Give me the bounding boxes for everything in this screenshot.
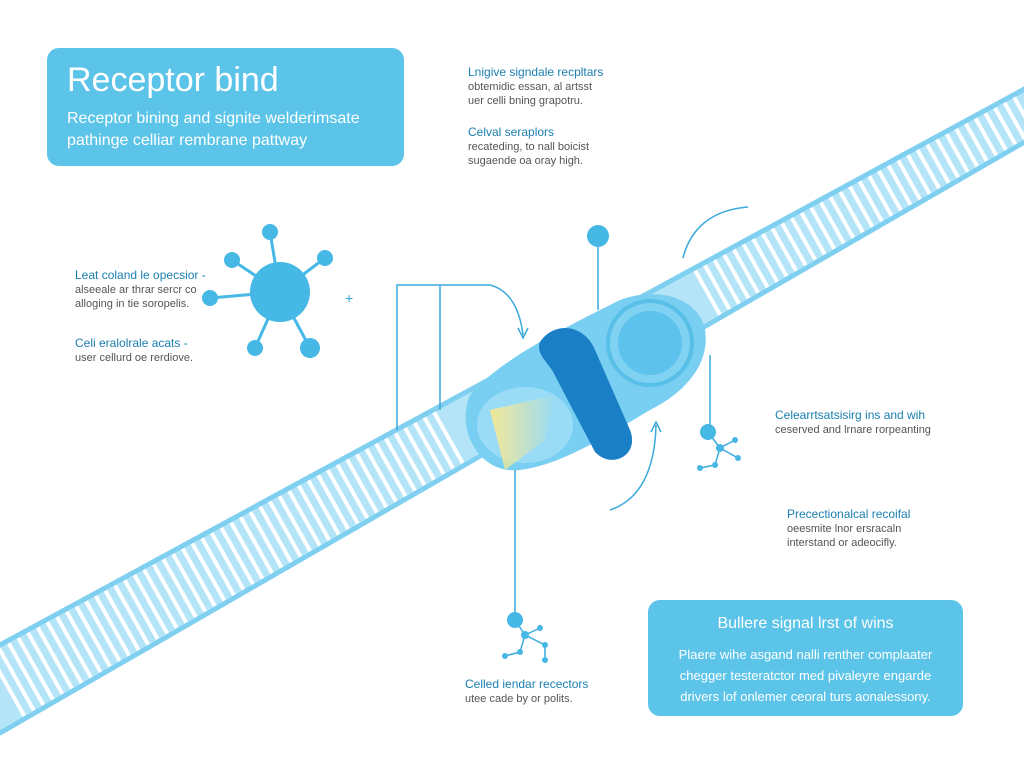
lipid-stripe — [208, 529, 247, 593]
lipid-stripe — [256, 502, 295, 567]
ligand-center — [250, 262, 310, 322]
lipid-stripe — [132, 572, 170, 637]
lipid-stripe — [765, 217, 803, 281]
diagram-subtitle: Receptor bining and signite welderimsate… — [67, 110, 360, 149]
summary-heading: Bullere signal lrst of wins — [717, 615, 894, 632]
lipid-stripe — [736, 233, 774, 297]
lipid-stripe — [333, 459, 371, 523]
lipid-stripe — [55, 615, 93, 680]
lipid-stripe — [151, 561, 189, 626]
lipid-stripe — [7, 642, 45, 706]
lipid-stripe — [228, 518, 266, 583]
ligand-molecule — [202, 224, 333, 358]
lipid-stripe — [774, 212, 813, 276]
lipid-stripe — [0, 648, 36, 712]
lipid-stripe — [324, 465, 362, 529]
small-molecule-bottom — [502, 612, 548, 663]
summary-body: Plaere wihe asgand nalli renther complaa… — [678, 647, 933, 704]
lipid-stripe — [180, 545, 218, 610]
lipid-stripe — [410, 416, 448, 480]
ligand-atom — [224, 252, 240, 268]
lipid-stripe — [0, 653, 26, 717]
lipid-stripe — [36, 626, 74, 690]
lipid-stripe — [189, 540, 228, 604]
lipid-stripe — [717, 244, 755, 308]
lipid-stripe — [266, 497, 304, 561]
lipid-stripe — [247, 508, 285, 572]
receptor-core — [539, 328, 633, 460]
receptor-dial-inner — [618, 311, 682, 375]
lipid-stripe — [794, 201, 832, 265]
lipid-stripe — [113, 583, 151, 647]
lipid-stripe — [420, 411, 458, 475]
label-right-lower: Precectionalcal recoifal oeesmite lnor e… — [787, 507, 911, 549]
summary-card: Bullere signal lrst of wins Plaere wihe … — [648, 600, 963, 716]
lipid-stripe — [381, 432, 419, 497]
lipid-stripe — [237, 513, 276, 577]
lipid-stripe — [161, 556, 199, 620]
ligand-atom — [262, 224, 278, 240]
lipid-stripe — [813, 190, 851, 254]
lipid-stripe — [295, 481, 333, 545]
lipid-stripe — [784, 206, 822, 271]
label-bottom-center: Celled iendar recectors utee cade by or … — [465, 677, 589, 705]
ligand-glow — [490, 395, 555, 470]
lipid-stripe — [755, 222, 794, 287]
ligand-atom — [202, 290, 218, 306]
lipid-stripe — [103, 588, 141, 653]
lipid-stripe — [314, 470, 352, 534]
lipid-stripe — [141, 567, 180, 631]
lipid-stripe — [199, 535, 237, 599]
diagram-title: Receptor bind — [67, 61, 279, 99]
lipid-stripe — [276, 491, 314, 556]
label-left-1: Leat coland le opecsior - alseeale ar th… — [75, 268, 206, 310]
lipid-stripe — [285, 486, 324, 550]
lipid-stripe — [343, 454, 381, 518]
lipid-stripe — [93, 594, 132, 658]
lipid-stripe — [698, 255, 736, 319]
lipid-stripe — [74, 604, 112, 669]
label-top-right-2: Celval seraplors recateding, to nall boi… — [468, 125, 590, 167]
lipid-stripe — [84, 599, 122, 663]
lipid-stripe — [122, 578, 160, 642]
lipid-stripe — [429, 405, 467, 470]
lipid-stripe — [170, 551, 208, 615]
label-right-mid: Celearrtsatsisirg ins and wih ceserved a… — [775, 408, 931, 436]
ligand-atom — [247, 340, 263, 356]
lipid-stripe — [707, 249, 746, 314]
lipid-stripe — [45, 621, 84, 685]
lipid-stripe — [400, 421, 439, 486]
lipid-stripe — [727, 238, 765, 303]
title-card: Receptor bind Receptor bining and signit… — [47, 48, 404, 166]
lipid-stripe — [688, 260, 726, 324]
ligand-atom — [300, 338, 320, 358]
label-left-2: Celi eralolrale acats - user cellurd oe … — [75, 336, 194, 364]
label-top-right-1: Lnigive signdale recpltars obtemidic ess… — [468, 65, 604, 107]
lipid-stripe — [391, 427, 429, 491]
lipid-stripe — [362, 443, 400, 507]
lipid-stripe — [65, 610, 103, 674]
lipid-stripe — [304, 475, 343, 540]
lipid-stripe — [372, 438, 410, 502]
lipid-stripe — [352, 448, 391, 513]
lipid-stripe — [218, 524, 256, 588]
receptor-complex — [465, 294, 706, 471]
lipid-stripe — [26, 631, 64, 696]
plus-sign: + — [345, 290, 354, 306]
connector-lines — [396, 206, 749, 612]
lipid-stripe — [803, 195, 842, 260]
small-molecule-right — [697, 424, 741, 471]
lipid-stripe — [17, 637, 55, 701]
ligand-atom — [317, 250, 333, 266]
lipid-stripe — [746, 228, 784, 292]
